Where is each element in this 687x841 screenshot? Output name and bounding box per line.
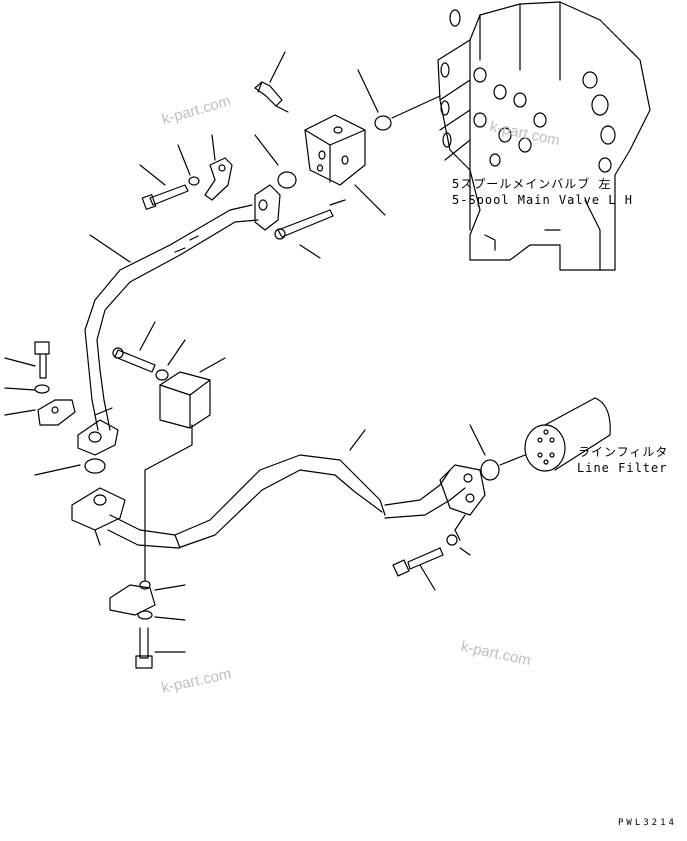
adapter-block <box>304 114 366 186</box>
leader-line <box>269 51 286 83</box>
leader-line <box>177 144 191 176</box>
washer-middle <box>155 369 169 381</box>
leader-line <box>154 584 186 591</box>
flange-bolt-upper <box>141 184 189 210</box>
leader-line <box>139 164 166 186</box>
bolt-filter <box>392 547 444 577</box>
bolt-bottom <box>135 627 153 669</box>
adapter-bolt <box>274 209 334 259</box>
leader-line <box>391 95 441 119</box>
leader-line <box>154 616 186 621</box>
hose-lower-flange-left <box>71 487 126 546</box>
washer-upper <box>188 176 200 186</box>
line-filter-label-jp: ラインフィルタ <box>578 445 669 459</box>
leader-line <box>349 429 366 451</box>
leader-line <box>459 547 471 556</box>
main-valve-label-en: 5-Spool Main Valve L H <box>452 193 633 207</box>
bolt-middle <box>112 347 156 373</box>
drawing-code: PWL3214 <box>618 818 677 828</box>
leader-line <box>4 387 36 391</box>
top-bolt <box>254 81 289 113</box>
washer-bottom <box>137 610 153 620</box>
clamp-bottom <box>109 580 156 616</box>
leader-line <box>499 454 526 466</box>
leader-line <box>167 339 186 366</box>
line-filter-label-en: Line Filter <box>577 461 668 475</box>
split-flange-left <box>37 399 76 426</box>
main-valve-block <box>437 1 651 271</box>
leader-line <box>469 424 486 456</box>
leader-line <box>139 321 156 351</box>
leader-line <box>211 134 216 161</box>
leader-line <box>419 564 436 591</box>
leader-line <box>454 514 466 541</box>
leader-line <box>354 184 386 216</box>
clamp-block <box>159 371 211 429</box>
leader-line <box>199 357 226 373</box>
o-ring-upper <box>277 171 297 189</box>
leader-line <box>254 134 279 166</box>
washer-filter <box>446 534 458 546</box>
hose-upper-flange <box>77 419 119 456</box>
o-ring-filter <box>480 459 500 481</box>
hose-upper <box>84 184 281 431</box>
leader-line <box>4 357 36 367</box>
leader-line <box>89 234 131 263</box>
split-flange-upper <box>204 157 233 201</box>
leader-line <box>34 464 81 476</box>
o-ring-left <box>84 458 106 474</box>
main-valve-label-jp: 5スプールメインバルブ 左 <box>452 177 612 191</box>
bolt-left <box>34 341 50 379</box>
leader-line <box>329 199 346 206</box>
hose-lower-flange-right <box>439 464 486 516</box>
leader-line <box>144 424 193 581</box>
leader-line <box>4 409 36 416</box>
washer-left <box>34 384 50 394</box>
hose-lower <box>107 454 466 549</box>
leader-line <box>357 69 379 113</box>
line-filter <box>524 397 611 472</box>
o-ring-top <box>374 115 392 131</box>
